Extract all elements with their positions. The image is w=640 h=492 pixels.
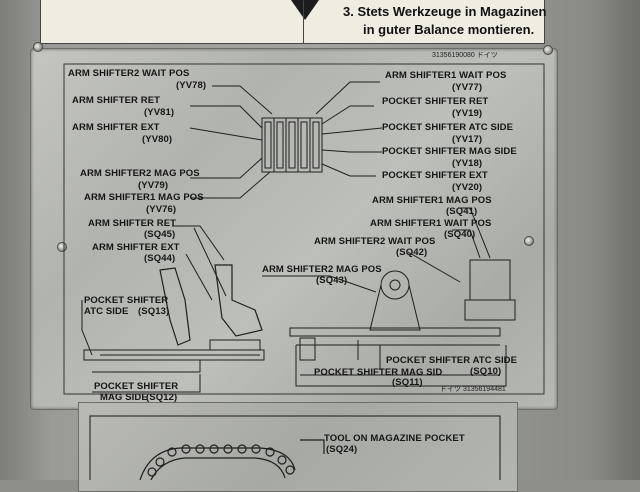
label-arm-shifter-ext: ARM SHIFTER EXT: [72, 122, 160, 133]
label-pocket-shifter-ret: POCKET SHIFTER RET: [382, 96, 489, 107]
code-sq44: (SQ44): [144, 253, 176, 264]
label-mag-side: MAG SIDE: [100, 392, 148, 403]
screw-icon: [543, 45, 553, 55]
label-arm-shifter2-mag-pos: ARM SHIFTER2 MAG POS: [80, 168, 200, 179]
label-arm-shifter1-mag-pos-sq41: ARM SHIFTER1 MAG POS: [372, 195, 492, 206]
label-atc-side: ATC SIDE: [84, 306, 129, 317]
code-yv80: (YV80): [142, 134, 173, 145]
part-number-bottom: ドイツ 31356194481: [440, 386, 506, 393]
code-sq41: (SQ41): [446, 206, 478, 217]
screw-icon: [33, 42, 43, 52]
code-sq10: (SQ10): [470, 366, 502, 377]
label-pocket-shifter-atc-side: POCKET SHIFTER ATC SIDE: [382, 122, 514, 133]
label-pocket-shifter-mag-sid-sq11: POCKET SHIFTER MAG SID: [314, 367, 443, 378]
part-number-top: 31356190080 ドイツ: [432, 52, 498, 59]
code-yv79: (YV79): [138, 180, 169, 191]
code-yv19: (YV19): [452, 108, 483, 119]
label-pocket-shifter-atc: POCKET SHIFTER: [84, 295, 169, 306]
code-sq40: (SQ40): [444, 229, 476, 240]
code-yv76: (YV76): [146, 204, 177, 215]
code-sq45: (SQ45): [144, 229, 176, 240]
label-pocket-shifter-ext: POCKET SHIFTER EXT: [382, 170, 488, 181]
magazine-diagram-plate: [78, 402, 518, 492]
code-sq43: (SQ43): [316, 275, 348, 286]
code-yv20: (YV20): [452, 182, 483, 193]
code-sq11: (SQ11): [392, 377, 423, 388]
screw-icon: [57, 242, 67, 252]
code-yv18: (YV18): [452, 158, 483, 169]
code-yv77: (YV77): [452, 82, 483, 93]
label-arm-shifter2-wait-pos: ARM SHIFTER2 WAIT POS: [68, 68, 190, 79]
label-arm-shifter1-mag-pos: ARM SHIFTER1 MAG POS: [84, 192, 204, 203]
code-sq42: (SQ42): [396, 247, 428, 258]
label-tool-on-magazine-pocket: TOOL ON MAGAZINE POCKET: [324, 433, 465, 444]
code-sq24: (SQ24): [326, 444, 358, 455]
code-yv78: (YV78): [176, 80, 207, 91]
sign-divider: [303, 0, 304, 44]
label-pocket-shifter-atc-side-sq10: POCKET SHIFTER ATC SIDE: [386, 355, 518, 366]
screw-icon: [524, 236, 534, 246]
code-sq12: (SQ12): [146, 392, 178, 403]
sign-line-2: in guter Balance montieren.: [363, 22, 535, 37]
code-sq13: (SQ13): [138, 306, 170, 317]
label-arm-shifter-ext-sq44: ARM SHIFTER EXT: [92, 242, 180, 253]
label-arm-shifter2-mag-pos-sq43: ARM SHIFTER2 MAG POS: [262, 264, 382, 275]
label-pocket-shifter-mag: POCKET SHIFTER: [94, 381, 179, 392]
magazine-chain-linework: [89, 415, 501, 480]
sign-line-1: 3. Stets Werkzeuge in Magazinen: [343, 4, 547, 19]
warning-sign: 3. Stets Werkzeuge in Magazinen in guter…: [40, 0, 547, 44]
label-arm-shifter-ret-sq45: ARM SHIFTER RET: [88, 218, 177, 229]
warning-triangle-icon: [291, 0, 319, 20]
label-pocket-shifter-mag-side: POCKET SHIFTER MAG SIDE: [382, 146, 517, 157]
label-arm-shifter1-wait-pos-sq40: ARM SHIFTER1 WAIT POS: [370, 218, 492, 229]
code-yv81: (YV81): [144, 107, 175, 118]
code-yv17: (YV17): [452, 134, 483, 145]
label-arm-shifter2-wait-pos-sq42: ARM SHIFTER2 WAIT POS: [314, 236, 436, 247]
label-arm-shifter-ret: ARM SHIFTER RET: [72, 95, 161, 106]
label-arm-shifter1-wait-pos: ARM SHIFTER1 WAIT POS: [385, 70, 507, 81]
